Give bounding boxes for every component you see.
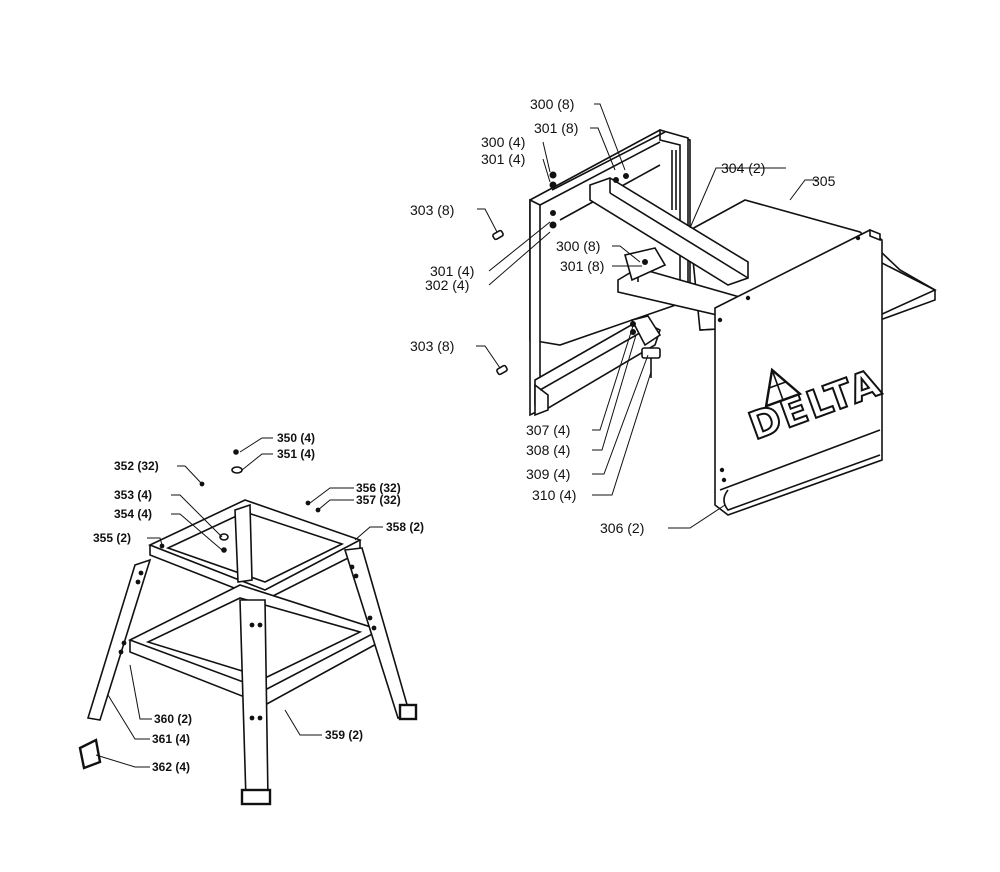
stand-assembly [78, 449, 418, 806]
foot-front [240, 788, 272, 806]
label-302: 302 (4) [425, 277, 469, 293]
label-350: 350 (4) [277, 431, 315, 445]
label-357: 357 (32) [356, 493, 401, 507]
labels: 300 (8) 301 (8) 300 (4) 301 (4) 304 (2) … [93, 96, 836, 774]
upper-assembly: DELTA [492, 128, 937, 516]
label-308: 308 (4) [526, 442, 570, 458]
label-356: 356 (32) [356, 481, 401, 495]
label-351: 351 (4) [277, 447, 315, 461]
upper-hardware [492, 171, 636, 376]
label-305: 305 [812, 173, 836, 189]
label-355: 355 (2) [93, 531, 131, 545]
label-358: 358 (2) [386, 520, 424, 534]
foot-right [398, 703, 418, 721]
label-353: 353 (4) [114, 488, 152, 502]
label-303-b: 303 (8) [410, 338, 454, 354]
label-309: 309 (4) [526, 466, 570, 482]
label-362: 362 (4) [152, 760, 190, 774]
label-301-d: 301 (4) [430, 263, 474, 279]
label-361: 361 (4) [152, 732, 190, 746]
support-rail [589, 177, 749, 286]
label-354: 354 (4) [114, 507, 152, 521]
label-307: 307 (4) [526, 422, 570, 438]
label-304: 304 (2) [721, 160, 765, 176]
stand-leg-front [239, 599, 269, 801]
label-301-b: 301 (4) [481, 151, 525, 167]
foot-left [78, 738, 102, 770]
label-301-a: 301 (8) [534, 120, 578, 136]
label-360: 360 (2) [154, 712, 192, 726]
mounting-bracket [624, 247, 667, 378]
side-panel: DELTA [714, 228, 889, 516]
label-301-c: 301 (8) [560, 258, 604, 274]
label-300-b: 300 (4) [481, 134, 525, 150]
label-352: 352 (32) [114, 459, 159, 473]
label-303-a: 303 (8) [410, 202, 454, 218]
label-359: 359 (2) [325, 728, 363, 742]
leader-lines [95, 103, 817, 768]
stand-leg-back [234, 503, 253, 583]
label-306: 306 (2) [600, 520, 644, 536]
stand-leg-left [86, 558, 152, 721]
label-300-a: 300 (8) [530, 96, 574, 112]
label-300-c: 300 (8) [556, 238, 600, 254]
label-310: 310 (4) [532, 487, 576, 503]
